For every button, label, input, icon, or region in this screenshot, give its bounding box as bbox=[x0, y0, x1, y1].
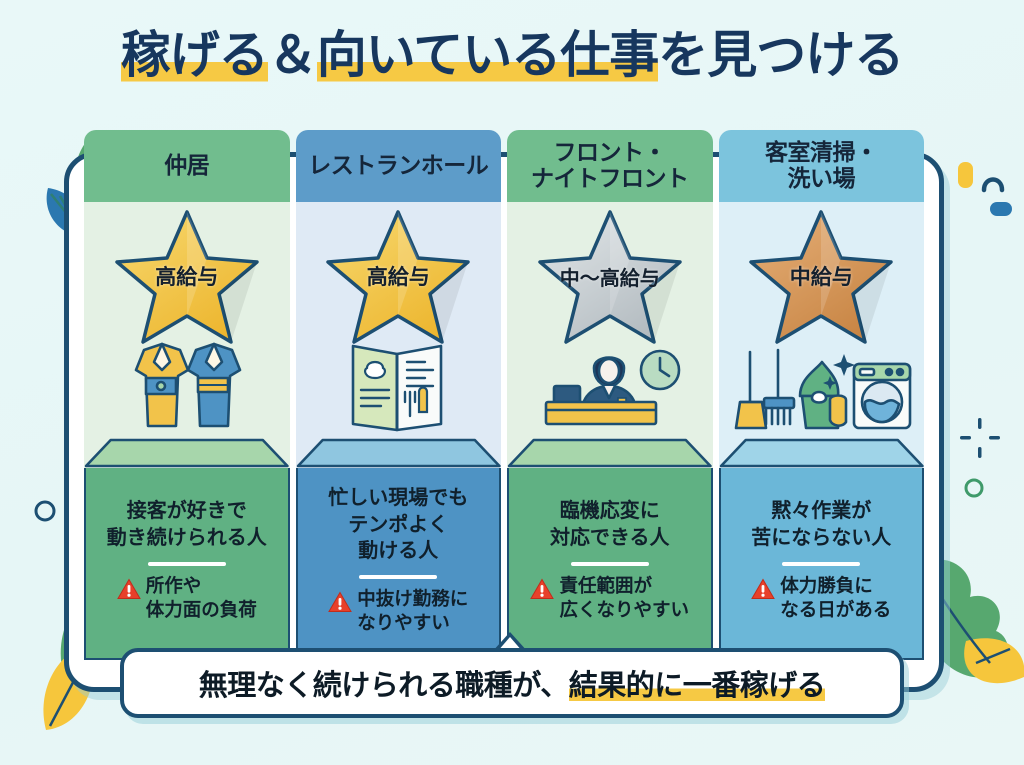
column-header-label: フロント・ナイトフロント bbox=[531, 139, 689, 192]
column-body-4: 中給与 bbox=[718, 202, 925, 660]
title-part-2: ＆ bbox=[267, 26, 318, 84]
column-header-1[interactable]: 仲居 bbox=[84, 130, 290, 202]
column-header-label: レストランホール bbox=[308, 152, 489, 179]
fit-description-2: 忙しい現場でもテンポよく動ける人 bbox=[328, 484, 469, 563]
caution-row-4: 体力勝負になる日がある bbox=[751, 575, 891, 623]
caution-row-2: 中抜け勤務になりやすい bbox=[328, 588, 468, 636]
section-divider bbox=[147, 561, 226, 566]
cleaning-laundry-icon bbox=[719, 340, 925, 432]
column-header-3[interactable]: フロント・ナイトフロント bbox=[507, 130, 713, 202]
menu-book-icon bbox=[296, 340, 502, 432]
section-divider bbox=[782, 561, 861, 566]
pedestal-front-face: 忙しい現場でもテンポよく動ける人 中抜け勤務になりやすい bbox=[295, 468, 501, 660]
warning-icon bbox=[116, 578, 141, 599]
salary-star-4: 中給与 bbox=[746, 206, 896, 346]
pedestal-top-face bbox=[84, 438, 290, 468]
section-divider bbox=[570, 561, 649, 566]
salary-star-label: 高給与 bbox=[366, 265, 430, 289]
kimono-pair-icon bbox=[84, 340, 290, 432]
title-part-3: 向いている仕事 bbox=[316, 26, 659, 84]
caution-row-3: 責任範囲が広くなりやすい bbox=[530, 575, 689, 623]
job-column-1[interactable]: 仲居 高給与 bbox=[84, 130, 290, 660]
column-header-label: 仲居 bbox=[164, 152, 210, 179]
sparkle-decoration-right bbox=[960, 418, 1000, 458]
column-pedestal-3: 臨機応変に対応できる人 責任範囲が広くなりやすい bbox=[507, 432, 713, 660]
job-column-3[interactable]: フロント・ナイトフロント 中〜高給与 bbox=[507, 130, 713, 660]
title-part-1: 稼げる bbox=[120, 26, 269, 84]
column-header-2[interactable]: レストランホール bbox=[295, 130, 501, 202]
caution-text: 中抜け勤務になりやすい bbox=[357, 589, 469, 635]
sparkle-decoration-top-right bbox=[958, 162, 1012, 216]
pedestal-top-face bbox=[507, 438, 713, 468]
column-header-4[interactable]: 客室清掃・洗い場 bbox=[718, 130, 924, 202]
warning-icon bbox=[328, 591, 353, 613]
pedestal-top-face bbox=[719, 438, 925, 468]
caution-text: 所作や体力面の負荷 bbox=[145, 575, 257, 621]
pedestal-front-face: 臨機応変に対応できる人 責任範囲が広くなりやすい bbox=[507, 468, 713, 660]
warning-icon bbox=[751, 578, 776, 599]
caution-text: 責任範囲が広くなりやすい bbox=[559, 575, 689, 621]
fit-description-1: 接客が好きで動き続けられる人 bbox=[106, 498, 267, 549]
section-divider bbox=[359, 575, 438, 580]
page-title: 稼げる＆向いている仕事を見つける bbox=[0, 26, 1024, 84]
job-column-4[interactable]: 客室清掃・洗い場 中給与 bbox=[718, 130, 925, 660]
fit-description-3: 臨機応変に対応できる人 bbox=[549, 498, 670, 549]
salary-star-2: 高給与 bbox=[323, 206, 473, 346]
column-body-2: 高給与 忙しい現場でもテンポよく動ける人 bbox=[295, 202, 502, 660]
banner-text-highlight: 結果的に一番稼げる bbox=[568, 668, 826, 702]
salary-star-label: 中〜高給与 bbox=[559, 265, 660, 290]
salary-star-3: 中〜高給与 bbox=[535, 206, 685, 346]
column-pedestal-1: 接客が好きで動き続けられる人 所作や体力面の負荷 bbox=[84, 432, 290, 660]
caution-text: 体力勝負になる日がある bbox=[780, 575, 892, 621]
column-pedestal-2: 忙しい現場でもテンポよく動ける人 中抜け勤務になりやすい bbox=[295, 432, 502, 660]
fit-description-4: 黙々作業が苦にならない人 bbox=[751, 498, 892, 549]
salary-star-1: 高給与 bbox=[112, 206, 262, 346]
salary-star-label: 中給与 bbox=[789, 265, 853, 289]
title-part-4: を見つける bbox=[658, 26, 904, 84]
column-pedestal-4: 黙々作業が苦にならない人 体力勝負になる日がある bbox=[718, 432, 925, 660]
column-header-label: 客室清掃・洗い場 bbox=[765, 139, 878, 192]
salary-star-label: 高給与 bbox=[155, 265, 219, 289]
job-column-2[interactable]: レストランホール 高給与 bbox=[295, 130, 502, 660]
banner-text-plain: 無理なく続けられる職種が、 bbox=[198, 668, 569, 702]
pedestal-top-face bbox=[296, 438, 502, 468]
pedestal-front-face: 黙々作業が苦にならない人 体力勝負になる日がある bbox=[718, 468, 924, 660]
job-columns: 仲居 高給与 bbox=[64, 130, 944, 660]
circle-decoration-right bbox=[964, 478, 984, 498]
warning-icon bbox=[530, 578, 555, 599]
column-body-3: 中〜高給与 臨機応変に対応できる人 bbox=[507, 202, 713, 660]
conclusion-banner: 無理なく続けられる職種が、結果的に一番稼げる bbox=[120, 648, 904, 718]
circle-decoration-left bbox=[34, 500, 56, 522]
pedestal-front-face: 接客が好きで動き続けられる人 所作や体力面の負荷 bbox=[84, 468, 290, 660]
column-body-1: 高給与 接客が好きで動き続けられる人 bbox=[84, 202, 290, 660]
front-desk-icon bbox=[507, 340, 713, 432]
caution-row-1: 所作や体力面の負荷 bbox=[116, 575, 257, 623]
